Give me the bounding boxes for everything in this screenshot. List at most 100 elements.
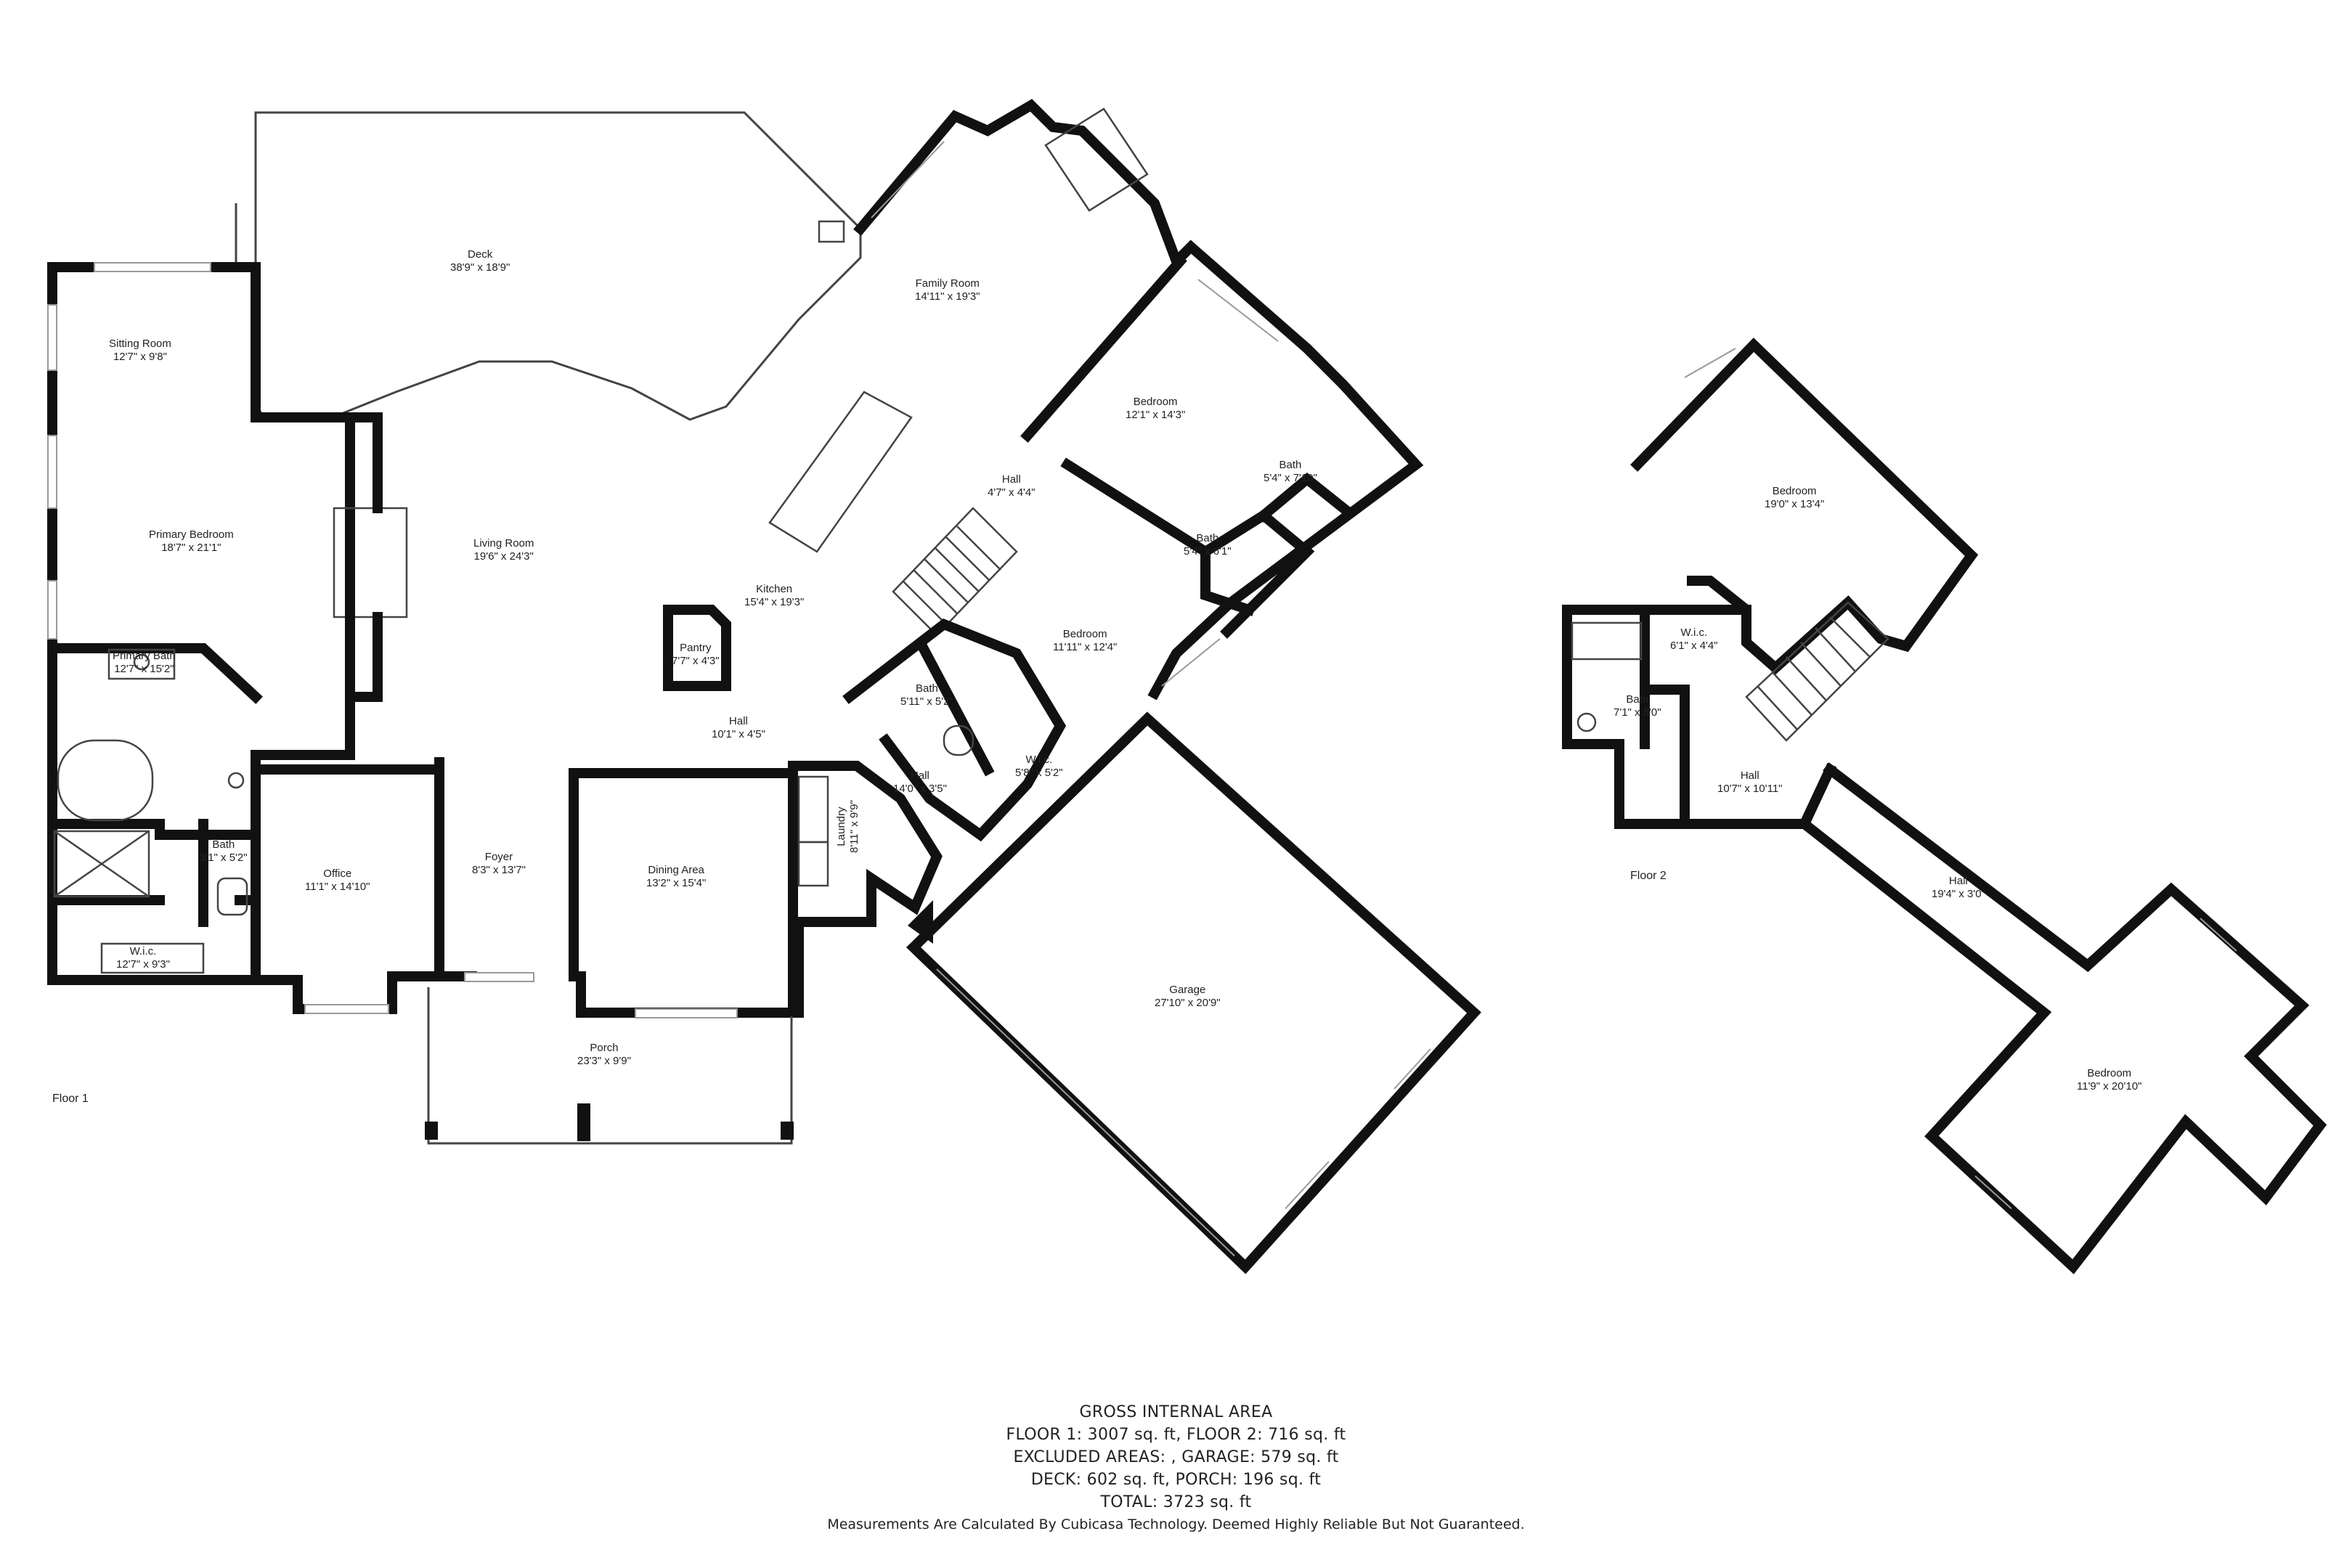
room-label: Porch 23'3" x 9'9" — [577, 1042, 631, 1068]
room-name: W.i.c. — [1025, 754, 1053, 766]
room-dimensions: 8'11" x 9'9" — [848, 800, 860, 853]
room-label: W.i.c. 5'8" x 5'2" — [1015, 754, 1063, 780]
room-name: Bath — [915, 682, 938, 695]
summary-disclaimer: Measurements Are Calculated By Cubicasa … — [827, 1516, 1525, 1532]
room-label: Bedroom 11'9" x 20'10" — [2077, 1067, 2142, 1093]
floor-2-plan — [1562, 338, 2327, 1275]
deck-outline — [254, 111, 862, 421]
summary-total: TOTAL: 3723 sq. ft — [1100, 1493, 1252, 1511]
room-dimensions: 5'8" x 5'2" — [1015, 767, 1063, 779]
room-label: W.i.c. 6'1" x 4'4" — [1670, 626, 1718, 653]
room-dimensions: 6'1" x 4'4" — [1670, 640, 1718, 652]
room-dimensions: 12'7" x 9'3" — [116, 958, 170, 971]
room-name: Garage — [1169, 984, 1206, 996]
room-dimensions: 12'1" x 14'3" — [1126, 409, 1186, 421]
summary-deck-porch: DECK: 602 sq. ft, PORCH: 196 sq. ft — [1030, 1471, 1322, 1489]
room-dimensions: 15'4" x 19'3" — [744, 596, 805, 608]
room-label: Pantry 7'7" x 4'3" — [672, 642, 720, 668]
room-dimensions: 11'1" x 14'10" — [305, 881, 370, 893]
room-label: Primary Bedroom 18'7" x 21'1" — [149, 528, 234, 555]
room-name: Porch — [590, 1042, 619, 1054]
room-name: Bedroom — [1062, 628, 1107, 640]
room-label: Primary Bath 12'7" x 15'2" — [113, 650, 176, 676]
room-dimensions: 5'4" x 7'10" — [1264, 472, 1317, 484]
room-dimensions: 38'9" x 18'9" — [450, 261, 510, 274]
room-name: Bedroom — [1133, 396, 1178, 408]
primary-suite-walls — [47, 262, 355, 985]
summary-heading: GROSS INTERNAL AREA — [1079, 1403, 1273, 1421]
room-name: Office — [323, 867, 352, 880]
room-label: Hall 4'7" x 4'4" — [988, 473, 1035, 499]
pantry-walls — [663, 605, 731, 691]
room-dimensions: 19'0" x 13'4" — [1765, 498, 1825, 510]
room-name: Primary Bedroom — [149, 528, 234, 541]
room-label: Laundry 8'11" x 9'9" — [835, 800, 861, 853]
floor-1-label: Floor 1 — [52, 1093, 89, 1105]
room-dimensions: 14'11" x 19'3" — [915, 290, 980, 303]
room-label: Bedroom 12'1" x 14'3" — [1126, 396, 1185, 422]
porch-outline — [427, 987, 793, 1145]
room-label: Bedroom 11'11" x 12'4" — [1053, 628, 1117, 654]
room-label: Sitting Room 12'7" x 9'8" — [109, 338, 171, 364]
room-name: Pantry — [680, 642, 712, 654]
room-dimensions: 4'7" x 4'4" — [988, 486, 1035, 499]
room-label: Hall 10'1" x 4'5" — [712, 715, 765, 741]
summary-excluded-areas: EXCLUDED AREAS: , GARAGE: 579 sq. ft — [1013, 1448, 1339, 1466]
room-dimensions: 11'9" x 20'10" — [2077, 1080, 2142, 1093]
room-dimensions: 3'1" x 5'2" — [200, 852, 248, 864]
room-label: Deck 38'9" x 18'9" — [450, 248, 510, 274]
room-name: Laundry — [835, 807, 847, 846]
room-name: Bath — [1196, 532, 1219, 544]
floor-2-label: Floor 2 — [1630, 870, 1667, 882]
room-dimensions: 19'4" x 3'0" — [1932, 888, 1985, 900]
room-dimensions: 8'3" x 13'7" — [472, 864, 526, 876]
room-dimensions: 23'3" x 9'9" — [577, 1055, 631, 1067]
room-dimensions: 7'7" x 4'3" — [672, 655, 720, 667]
room-label: Dining Area 13'2" x 15'4" — [646, 864, 706, 890]
room-name: Hall — [729, 715, 748, 727]
stairs-floor-2 — [1745, 601, 1889, 742]
room-dimensions: 18'7" x 21'1" — [161, 542, 221, 554]
room-dimensions: 5'4" x 6'1" — [1184, 545, 1232, 558]
stairs-floor-1 — [892, 507, 1018, 637]
room-name: Primary Bath — [113, 650, 176, 662]
room-name: W.i.c. — [1680, 626, 1708, 639]
room-label: Office 11'1" x 14'10" — [305, 867, 370, 894]
room-label: Bath 3'1" x 5'2" — [200, 838, 248, 865]
room-label: Kitchen 15'4" x 19'3" — [744, 583, 804, 609]
floor-1-plan — [47, 99, 1481, 1275]
room-name: Hall — [911, 769, 929, 782]
room-label: Hall 19'4" x 3'0" — [1932, 875, 1985, 901]
room-label: Bath 5'11" x 5'2" — [900, 682, 953, 709]
room-name: Hall — [1949, 875, 1968, 887]
room-label: Hall 10'7" x 10'11" — [1717, 769, 1783, 796]
room-name: Bath — [212, 838, 235, 851]
room-name: Living Room — [473, 537, 534, 550]
room-label: Family Room 14'11" x 19'3" — [915, 277, 980, 303]
room-name: Kitchen — [756, 583, 793, 595]
room-dimensions: 19'6" x 24'3" — [473, 550, 534, 563]
room-dimensions: 10'7" x 10'11" — [1717, 783, 1783, 795]
room-dimensions: 13'2" x 15'4" — [646, 877, 707, 889]
summary-floor-areas: FLOOR 1: 3007 sq. ft, FLOOR 2: 716 sq. f… — [1006, 1426, 1346, 1444]
office-walls — [251, 764, 444, 1014]
room-name: Hall — [1740, 769, 1759, 782]
room-dimensions: 5'11" x 5'2" — [900, 695, 953, 708]
room-name: Bath — [1279, 459, 1302, 471]
room-dimensions: 11'11" x 12'4" — [1053, 641, 1118, 653]
room-dimensions: 14'0" x 3'5" — [893, 783, 947, 795]
room-label: Bedroom 19'0" x 13'4" — [1765, 485, 1824, 511]
gross-internal-area-summary: GROSS INTERNAL AREA FLOOR 1: 3007 sq. ft… — [0, 1401, 2352, 1535]
room-label: Bath 5'4" x 6'1" — [1184, 532, 1232, 558]
room-name: W.i.c. — [129, 945, 157, 957]
room-dimensions: 10'1" x 4'5" — [712, 728, 765, 740]
room-label: Bath 5'4" x 7'10" — [1264, 459, 1317, 485]
room-name: Bath — [1626, 693, 1649, 706]
room-dimensions: 27'10" x 20'9" — [1155, 997, 1221, 1009]
room-label: Foyer 8'3" x 13'7" — [472, 851, 526, 877]
room-name: Bedroom — [1772, 485, 1817, 497]
room-name: Family Room — [915, 277, 980, 290]
room-label: Garage 27'10" x 20'9" — [1155, 984, 1221, 1010]
room-name: Bedroom — [2087, 1067, 2132, 1079]
